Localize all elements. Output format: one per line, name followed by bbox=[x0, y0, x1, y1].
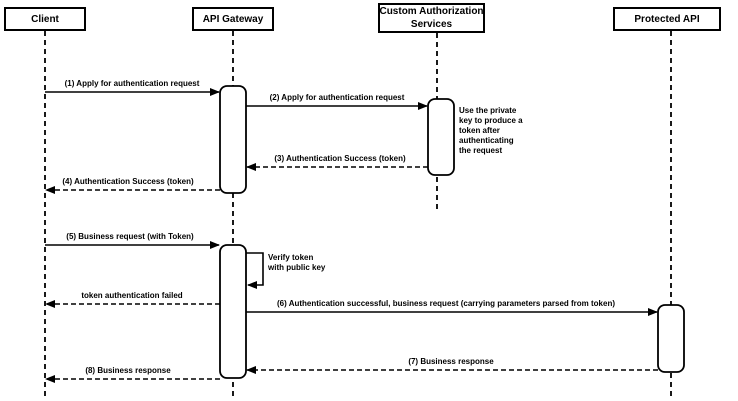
participant-client: Client bbox=[4, 7, 86, 31]
message-label-6: (6) Authentication successful, business … bbox=[276, 299, 616, 308]
message-label-3: (3) Authentication Success (token) bbox=[274, 154, 406, 163]
activation-api-gateway-business bbox=[219, 244, 247, 379]
note-line-1: Use the private bbox=[459, 106, 517, 115]
note-line-2: key to produce a bbox=[459, 116, 523, 125]
note-line-4: authenticating bbox=[459, 136, 514, 145]
message-label-8: (8) Business response bbox=[85, 366, 171, 375]
participant-custom-authorization-services-label-line2: Services bbox=[410, 19, 453, 30]
self-message-label-line2: with public key bbox=[268, 263, 326, 272]
message-label-5: (5) Business request (with Token) bbox=[66, 232, 194, 241]
note-line-5: the request bbox=[459, 146, 503, 155]
self-message-label-line1: Verify token bbox=[268, 253, 314, 262]
activation-api-gateway-auth bbox=[219, 85, 247, 194]
participant-api-gateway-label: API Gateway bbox=[202, 13, 264, 25]
participant-api-gateway: API Gateway bbox=[192, 7, 274, 31]
activation-protected-api bbox=[657, 304, 685, 373]
note-private-key: Use the private key to produce a token a… bbox=[459, 106, 523, 156]
message-label-7: (7) Business response bbox=[408, 357, 494, 366]
message-label-2: (2) Apply for authentication request bbox=[269, 93, 405, 102]
participant-client-label: Client bbox=[31, 13, 59, 25]
message-label-token-failed: token authentication failed bbox=[81, 291, 183, 300]
self-message-arrow-verify-token bbox=[246, 252, 264, 289]
participant-custom-authorization-services-label-line1: Custom Authorization bbox=[379, 6, 484, 17]
note-line-3: token after bbox=[459, 126, 500, 135]
message-label-1: (1) Apply for authentication request bbox=[64, 79, 200, 88]
message-label-4: (4) Authentication Success (token) bbox=[62, 177, 194, 186]
activation-custom-authorization-services bbox=[427, 98, 455, 176]
participant-protected-api: Protected API bbox=[613, 7, 721, 31]
self-message-label: Verify token with public key bbox=[268, 253, 325, 273]
participant-custom-authorization-services: Custom Authorization Services bbox=[378, 3, 485, 33]
participant-protected-api-label: Protected API bbox=[634, 13, 700, 25]
